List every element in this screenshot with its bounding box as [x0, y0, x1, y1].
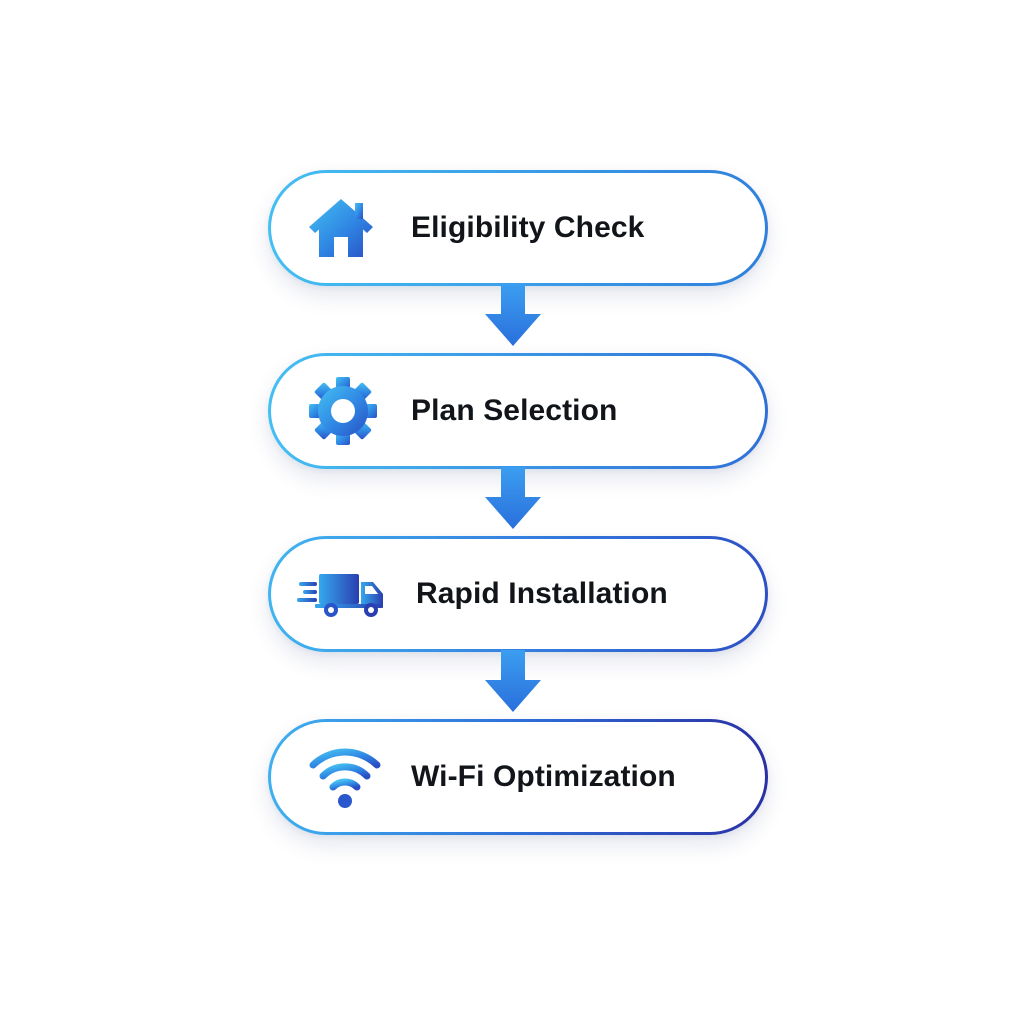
- step-eligibility-check: Eligibility Check: [268, 170, 768, 286]
- down-arrow-icon: [485, 650, 541, 712]
- step-label: Wi-Fi Optimization: [411, 760, 676, 793]
- step-rapid-installation: Rapid Installation: [268, 536, 768, 652]
- down-arrow-icon: [485, 467, 541, 529]
- wifi-icon: [309, 748, 381, 808]
- step-label: Eligibility Check: [411, 211, 645, 244]
- step-wifi-optimization: Wi-Fi Optimization: [268, 719, 768, 835]
- house-icon: [309, 199, 373, 257]
- gear-icon: [309, 377, 377, 445]
- step-label: Plan Selection: [411, 394, 618, 427]
- step-label: Rapid Installation: [416, 577, 668, 610]
- delivery-truck-icon: [297, 574, 383, 617]
- down-arrow-icon: [485, 284, 541, 346]
- step-plan-selection: Plan Selection: [268, 353, 768, 469]
